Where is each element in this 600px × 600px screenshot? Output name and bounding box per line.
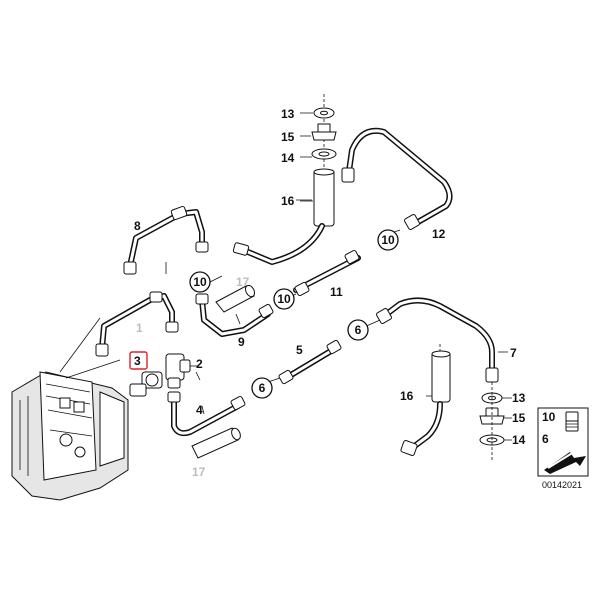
callout-circle-6-a xyxy=(347,319,369,341)
callout-10-b: 10 xyxy=(193,275,207,289)
callout-6-a: 6 xyxy=(355,323,362,337)
callout-10-c: 10 xyxy=(277,292,291,306)
arrow-icon xyxy=(544,451,586,474)
callout-1: 1 xyxy=(136,321,143,335)
callout-11: 11 xyxy=(330,285,343,299)
callout-circle-10-b xyxy=(189,271,211,293)
legend-fitting-icon xyxy=(565,411,579,432)
legend-label-6: 6 xyxy=(542,432,549,446)
callout-14-bottom: 14 xyxy=(512,433,526,447)
distribution-piece xyxy=(165,353,191,389)
callout-circle-10-a xyxy=(377,229,399,251)
callout-17-bottom: 17 xyxy=(192,465,206,479)
callout-16-bottom: 16 xyxy=(400,389,414,403)
abs-hydraulic-unit xyxy=(11,317,129,501)
bottom-mount-assembly xyxy=(479,382,512,460)
top-mount-assembly xyxy=(300,107,337,227)
callout-14-top: 14 xyxy=(281,151,295,165)
callout-12: 12 xyxy=(432,227,446,241)
callout-6-b: 6 xyxy=(259,381,266,395)
callout-15-top: 15 xyxy=(281,130,295,144)
pressure-valve xyxy=(129,371,163,397)
callout-10-a: 10 xyxy=(381,233,395,247)
callout-4: 4 xyxy=(196,403,203,417)
callout-9: 9 xyxy=(238,335,245,349)
callout-16-top: 16 xyxy=(281,194,295,208)
callout-13-bottom: 13 xyxy=(512,391,526,405)
callout-circle-10-c xyxy=(273,288,295,310)
callout-13-top: 13 xyxy=(281,107,295,121)
legend-label-10: 10 xyxy=(542,410,556,424)
callout-3: 3 xyxy=(134,354,141,368)
callout-3-highlight xyxy=(129,351,148,370)
callout-2: 2 xyxy=(196,357,203,371)
callout-7: 7 xyxy=(510,346,517,360)
callout-17-top: 17 xyxy=(236,275,250,289)
callout-8: 8 xyxy=(134,219,141,233)
callout-circle-6-b xyxy=(251,377,273,399)
diagram-number: 00142021 xyxy=(542,480,582,490)
callout-15-bottom: 15 xyxy=(512,411,526,425)
legend-box: 10 6 xyxy=(537,407,589,477)
callout-5: 5 xyxy=(296,343,303,357)
